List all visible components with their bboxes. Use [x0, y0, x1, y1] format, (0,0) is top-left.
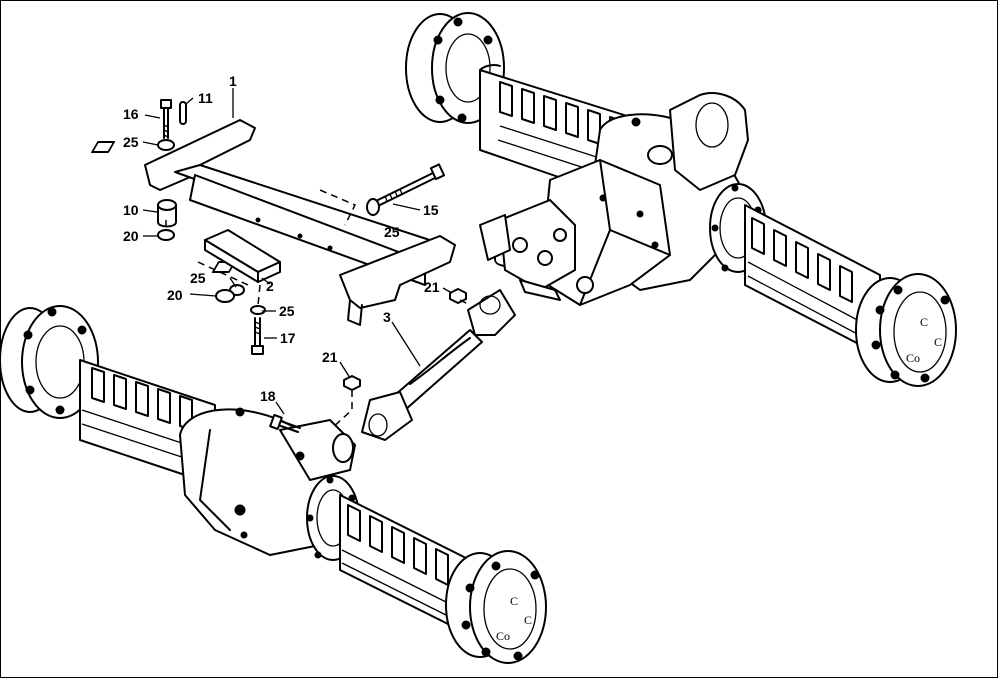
hub-mark: C: [934, 335, 942, 349]
bolt-15: [377, 163, 446, 206]
front-differential-housing: [179, 407, 356, 556]
label-3: 3: [383, 309, 391, 325]
pin-11: [179, 101, 187, 125]
label-21a: 21: [424, 279, 440, 295]
label-25c: 25: [190, 270, 206, 286]
hub-mark: Co: [496, 629, 510, 643]
hub-mark: C: [920, 315, 928, 329]
rubber-mount: [157, 199, 177, 228]
rear-gearbox-unit: [479, 159, 671, 306]
washer-25b: [366, 198, 380, 216]
assembly-lines: [165, 189, 471, 429]
label-21b: 21: [322, 349, 338, 365]
label-17: 17: [280, 330, 296, 346]
label-10: 10: [123, 202, 139, 218]
label-25b: 25: [384, 224, 400, 240]
label-20b: 20: [167, 287, 183, 303]
bolt-16: [160, 99, 172, 139]
nut-20b: [215, 289, 235, 303]
label-11: 11: [198, 90, 213, 106]
nut-21a: [449, 288, 467, 304]
nut-20a: [157, 229, 175, 241]
label-20a: 20: [123, 228, 139, 244]
bolt-17: [251, 317, 264, 355]
washer-25a: [157, 139, 175, 151]
front-axle-right-hub: C C Co: [445, 550, 547, 664]
label-25d: 25: [279, 303, 295, 319]
label-16: 16: [123, 106, 139, 122]
leader-lines: [142, 88, 453, 415]
hub-mark: C: [510, 594, 518, 608]
bolt-18: [269, 413, 301, 433]
label-2: 2: [266, 278, 274, 294]
label-25a: 25: [123, 134, 139, 150]
front-axle: C C Co: [0, 305, 547, 664]
label-15: 15: [423, 202, 439, 218]
spacer-plate: [204, 229, 281, 283]
rear-axle-right-hub: C C Co: [855, 273, 957, 387]
mounting-bracket: [91, 119, 456, 326]
hub-mark: Co: [906, 351, 920, 365]
washer-25d: [250, 305, 266, 315]
rear-axle: C C Co: [405, 12, 957, 387]
drive-shaft: [361, 289, 516, 441]
fasteners: [157, 139, 467, 391]
label-18: 18: [260, 388, 276, 404]
label-1: 1: [229, 73, 237, 89]
nut-21b: [343, 375, 361, 391]
hub-mark: C: [524, 613, 532, 627]
part-labels: 1 2 3 10 11 15 16 17 18 20 20 21 21 25 2…: [123, 73, 440, 404]
